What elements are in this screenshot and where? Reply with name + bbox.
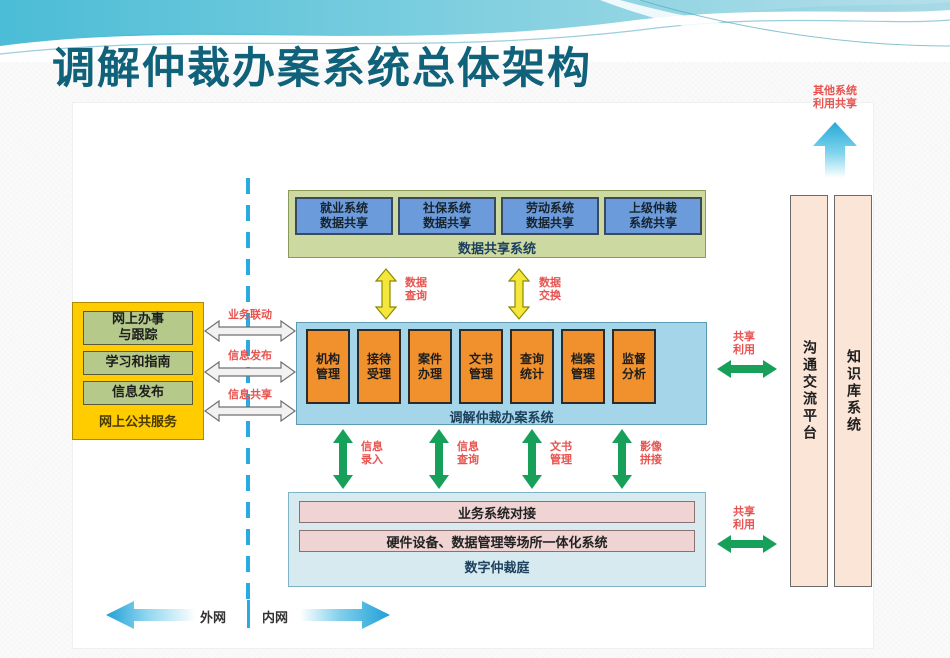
public-box-info-release[interactable]: 信息发布 bbox=[83, 381, 193, 405]
core-system-panel[interactable]: 机构 管理 接待 受理 案件 办理 文书 管理 查询 统计 档案 管理 监督 分… bbox=[296, 322, 707, 426]
info-query-label: 信息 查询 bbox=[457, 440, 479, 466]
sharing-box-employment[interactable]: 就业系统 数据共享 bbox=[295, 197, 393, 235]
data-query-arrow bbox=[375, 268, 397, 320]
data-sharing-panel-label: 数据共享系统 bbox=[457, 242, 536, 257]
decorative-banner bbox=[0, 0, 950, 62]
share-use-arrow-bottom bbox=[717, 535, 777, 553]
external-network-arrow bbox=[106, 601, 196, 629]
data-sharing-box-row: 就业系统 数据共享 社保系统 数据共享 劳动系统 数据共享 上级仲裁 系统共享 bbox=[295, 197, 702, 235]
knowledge-base-panel[interactable]: 知识库系统 bbox=[834, 195, 872, 587]
business-linkage-label: 业务联动 bbox=[228, 308, 272, 321]
sharing-box-social-security[interactable]: 社保系统 数据共享 bbox=[398, 197, 496, 235]
core-system-panel-label: 调解仲裁办案系统 bbox=[449, 411, 554, 426]
info-release-label: 信息发布 bbox=[228, 349, 272, 362]
public-box-learning-guide[interactable]: 学习和指南 bbox=[83, 351, 193, 375]
communication-platform-panel[interactable]: 沟通交流平台 bbox=[790, 195, 828, 587]
public-box-online-service-tracking[interactable]: 网上办事 与跟踪 bbox=[83, 311, 193, 345]
network-legend-divider bbox=[247, 600, 250, 628]
document-management-arrow bbox=[522, 429, 542, 489]
core-module-row: 机构 管理 接待 受理 案件 办理 文书 管理 查询 统计 档案 管理 监督 分… bbox=[306, 329, 656, 404]
public-service-panel-label: 网上公共服务 bbox=[98, 415, 177, 430]
module-archive-management[interactable]: 档案 管理 bbox=[561, 329, 605, 404]
module-query-statistics[interactable]: 查询 统计 bbox=[510, 329, 554, 404]
tribunal-bar-hardware-integration[interactable]: 硬件设备、数据管理等场所一体化系统 bbox=[299, 530, 695, 552]
knowledge-base-label: 知识库系统 bbox=[845, 348, 861, 434]
other-systems-share-label: 其他系统 利用共享 bbox=[813, 84, 857, 110]
module-case-handling[interactable]: 案件 办理 bbox=[408, 329, 452, 404]
page-title: 调解仲裁办案系统总体架构 bbox=[52, 44, 592, 94]
internal-network-arrow bbox=[300, 601, 390, 629]
share-use-label-bottom: 共享 利用 bbox=[733, 505, 755, 531]
module-reception-acceptance[interactable]: 接待 受理 bbox=[357, 329, 401, 404]
tribunal-bar-business-integration[interactable]: 业务系统对接 bbox=[299, 501, 695, 523]
info-release-arrow bbox=[204, 361, 296, 383]
info-sharing-arrow bbox=[204, 400, 296, 422]
sharing-box-labor[interactable]: 劳动系统 数据共享 bbox=[501, 197, 599, 235]
network-boundary-divider bbox=[246, 178, 250, 608]
document-management-label: 文书 管理 bbox=[550, 440, 572, 466]
digital-tribunal-panel[interactable]: 业务系统对接 硬件设备、数据管理等场所一体化系统 数字仲裁庭 bbox=[288, 492, 706, 587]
communication-platform-label: 沟通交流平台 bbox=[801, 340, 817, 442]
data-exchange-label: 数据 交换 bbox=[539, 276, 561, 302]
image-stitching-label: 影像 拼接 bbox=[640, 440, 662, 466]
info-entry-arrow bbox=[333, 429, 353, 489]
module-document-management[interactable]: 文书 管理 bbox=[459, 329, 503, 404]
module-organization-management[interactable]: 机构 管理 bbox=[306, 329, 350, 404]
info-entry-label: 信息 录入 bbox=[361, 440, 383, 466]
data-exchange-arrow bbox=[508, 268, 530, 320]
digital-tribunal-panel-label: 数字仲裁庭 bbox=[464, 561, 530, 576]
module-supervision-analysis[interactable]: 监督 分析 bbox=[612, 329, 656, 404]
business-linkage-arrow bbox=[204, 320, 296, 342]
image-stitching-arrow bbox=[612, 429, 632, 489]
share-use-label-top: 共享 利用 bbox=[733, 330, 755, 356]
share-use-arrow-top bbox=[717, 360, 777, 378]
sharing-box-upper-arbitration[interactable]: 上级仲裁 系统共享 bbox=[604, 197, 702, 235]
data-sharing-panel[interactable]: 就业系统 数据共享 社保系统 数据共享 劳动系统 数据共享 上级仲裁 系统共享 … bbox=[288, 190, 706, 258]
public-service-panel[interactable]: 网上办事 与跟踪 学习和指南 信息发布 网上公共服务 bbox=[72, 302, 204, 440]
data-query-label: 数据 查询 bbox=[405, 276, 427, 302]
internal-network-label: 内网 bbox=[262, 611, 289, 626]
info-sharing-label: 信息共享 bbox=[228, 388, 272, 401]
other-systems-share-arrow bbox=[813, 122, 857, 178]
external-network-label: 外网 bbox=[200, 611, 227, 626]
info-query-arrow bbox=[429, 429, 449, 489]
